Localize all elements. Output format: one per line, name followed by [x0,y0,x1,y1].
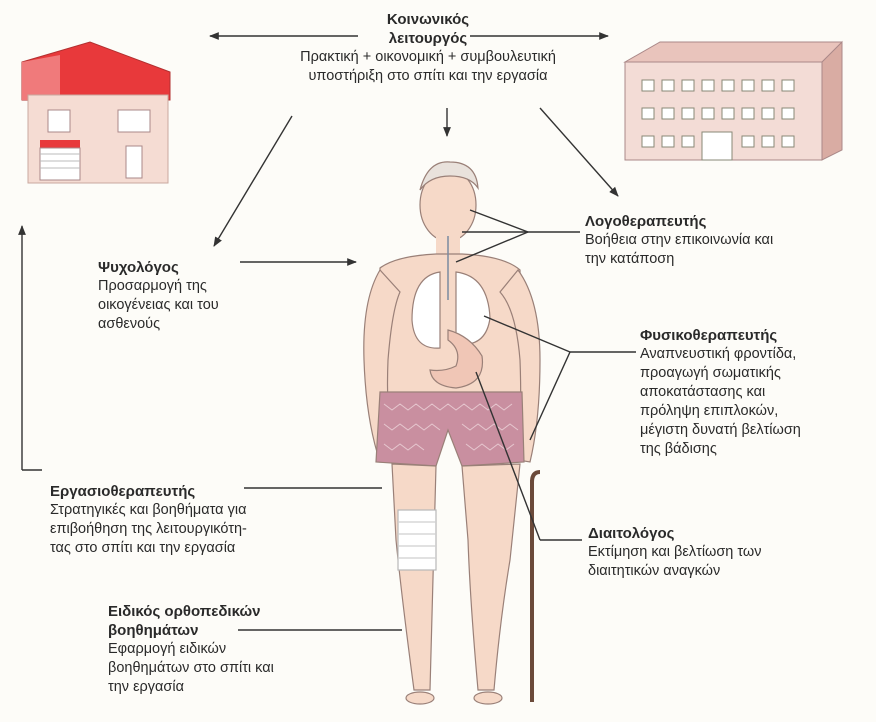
speech-therapist-desc: Βοήθεια στην επικοινωνία και την κατάποσ… [585,231,845,269]
walking-cane [532,472,540,702]
patient-figure [364,162,540,704]
dietitian-block: Διαιτολόγος Εκτίμηση και βελτίωση των δι… [588,524,828,581]
occupational-therapist-block: Εργασιοθεραπευτής Στρατηγικές και βοηθήμ… [50,482,350,558]
orthotist-title: Ειδικός ορθοπεδικών βοηθημάτων [108,602,328,640]
orthotist-desc: Εφαρμογή ειδικών βοηθημάτων στο σπίτι κα… [108,640,328,697]
physiotherapist-block: Φυσικοθεραπευτής Αναπνευστική φροντίδα, … [640,326,870,459]
occupational-therapist-desc: Στρατηγικές και βοηθήματα για επιβοήθηση… [50,501,350,558]
speech-therapist-title: Λογοθεραπευτής [585,212,845,231]
psychologist-block: Ψυχολόγος Προσαρμογή της οικογένειας και… [98,258,298,334]
social-worker-desc: Πρακτική + οικονομική + συμβουλευτική υπ… [232,48,624,86]
dietitian-title: Διαιτολόγος [588,524,828,543]
psychologist-desc: Προσαρμογή της οικογένειας και του ασθεν… [98,277,298,334]
orthotist-block: Ειδικός ορθοπεδικών βοηθημάτων Εφαρμογή … [108,602,328,697]
social-worker-block: Κοινωνικός λειτουργός Πρακτική + οικονομ… [232,10,624,86]
occupational-therapist-title: Εργασιοθεραπευτής [50,482,350,501]
physiotherapist-desc: Αναπνευστική φροντίδα, προαγωγή σωματική… [640,345,870,459]
dietitian-desc: Εκτίμηση και βελτίωση των διαιτητικών αν… [588,543,828,581]
speech-therapist-block: Λογοθεραπευτής Βοήθεια στην επικοινωνία … [585,212,845,269]
home-illustration [22,42,170,183]
physiotherapist-title: Φυσικοθεραπευτής [640,326,870,345]
workplace-illustration [625,42,842,160]
psychologist-title: Ψυχολόγος [98,258,298,277]
social-worker-title: Κοινωνικός λειτουργός [232,10,624,48]
